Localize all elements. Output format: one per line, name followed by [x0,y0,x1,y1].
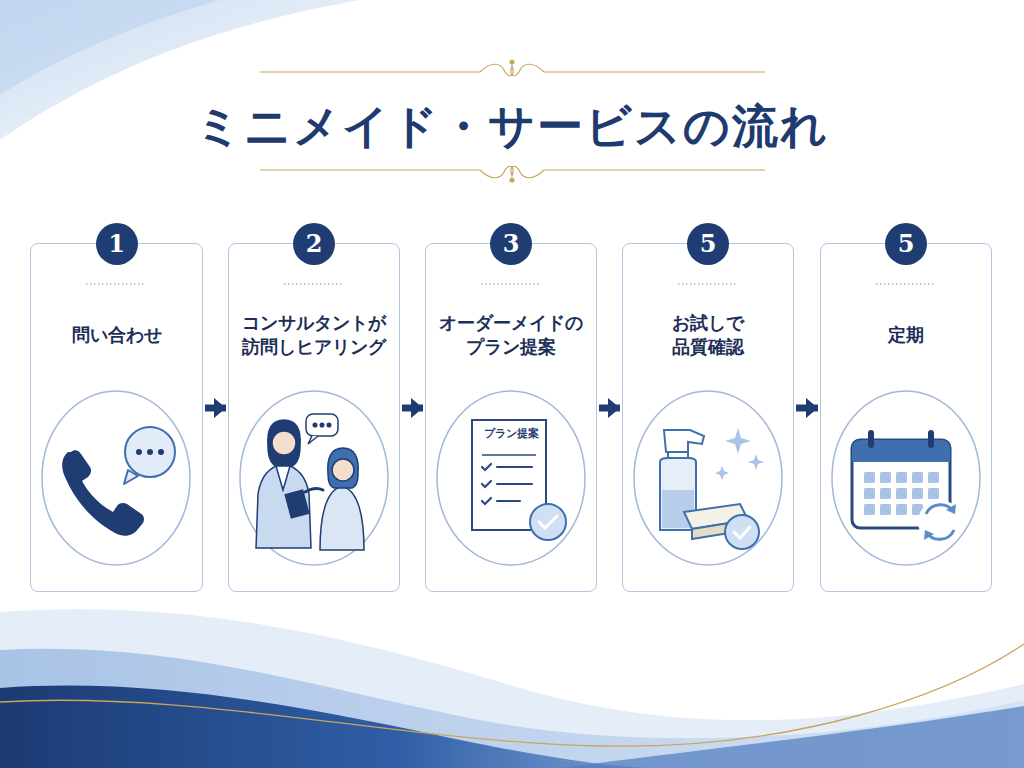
step-number: 1 [108,232,125,256]
calendar-cell [880,472,891,483]
wave [0,0,220,95]
step-text: お試しで 品質確認 [668,311,748,360]
wave [0,686,660,768]
consultation-icon [256,414,364,550]
calendar-cell [912,488,923,499]
text-area: お試しで 品質確認 [623,296,793,374]
flow-arrow [599,405,620,412]
step-card: 問い合わせ1 [30,243,203,592]
flow-arrow [205,405,226,412]
step-number-badge: 5 [885,223,927,265]
step-text: コンサルタントが 訪問しヒアリング [239,311,389,360]
step-card: コンサルタントが 訪問しヒアリング2 [228,243,400,592]
step-number: 5 [700,232,717,256]
calendar-cell [880,504,891,515]
dotted-rule [86,283,936,284]
calendar-cell [928,488,939,499]
wave [560,706,1024,768]
calendar-cell [864,504,875,515]
step-number-badge: 3 [490,223,532,265]
step-card: お試しで 品質確認5 [622,243,794,592]
step-number-badge: 1 [96,223,138,265]
step-number: 5 [898,232,915,256]
flow-arrow [796,405,818,412]
text-area: コンサルタントが 訪問しヒアリング [229,296,399,374]
calendar-cell [896,472,907,483]
document-icon [472,420,566,540]
calendar-cell [880,488,891,499]
text-area: オーダーメイドの プラン提案 [426,296,596,374]
gold-line [0,644,1024,746]
icon-frame [42,391,980,565]
calendar-cell [928,472,939,483]
calendar-cell [896,488,907,499]
wave [0,649,1024,768]
calendar-cell [896,504,907,515]
flow-arrow [402,405,423,412]
step-number: 3 [503,232,520,256]
title: ミニメイド・サービスの流れ [0,96,1024,158]
step-number-badge: 2 [293,223,335,265]
step-text: オーダーメイドの プラン提案 [436,311,586,360]
phone-icon [62,427,175,536]
text-area: 問い合わせ [31,296,202,374]
step-card: 定期5 [820,243,992,592]
wave [0,609,1024,768]
text-area: 定期 [821,296,991,374]
calendar-cell [912,472,923,483]
icon-label: プラン提案 [484,426,539,441]
cleaning-icon [660,428,764,549]
step-card: オーダーメイドの プラン提案3 [425,243,597,592]
calendar-cell [864,472,875,483]
step-number: 2 [306,232,323,256]
step-number-badge: 5 [687,223,729,265]
step-text: 問い合わせ [42,323,192,347]
calendar-cell [864,488,875,499]
calendar-icon [852,430,962,544]
step-text: 定期 [831,323,981,347]
